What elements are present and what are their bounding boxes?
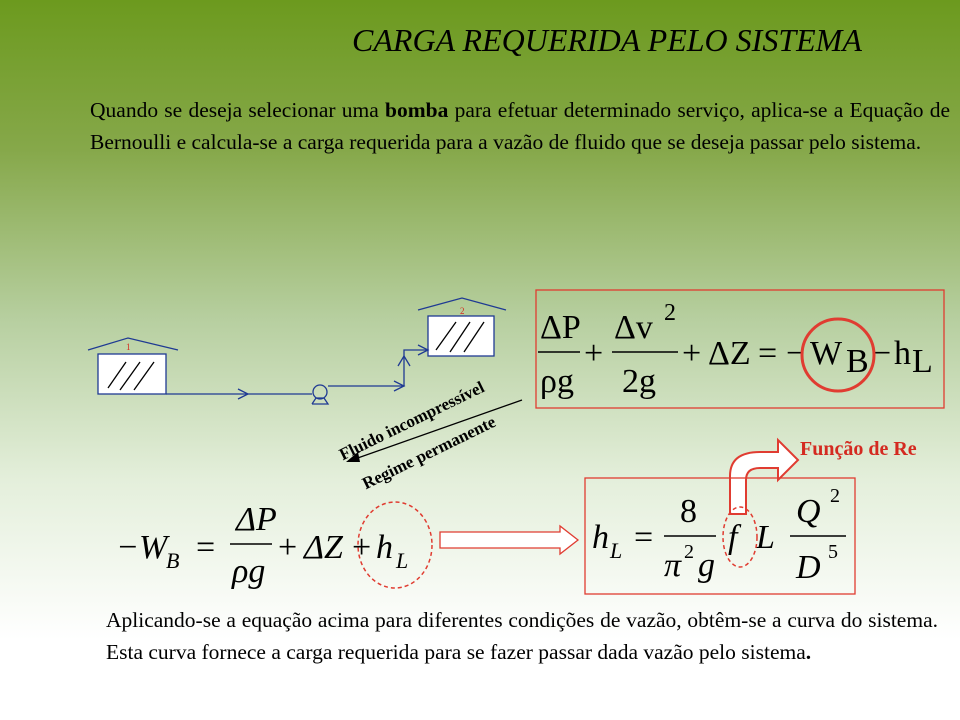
tank1-label: 1 (126, 342, 131, 352)
tank1-roof (87, 337, 179, 351)
bern-t2-den: 2g (622, 363, 656, 400)
intro-text-start: Quando se deseja selecionar uma (90, 98, 386, 122)
pump-icon (312, 384, 328, 400)
pipe-discharge (328, 349, 428, 387)
bern-t1-num: ΔP (540, 309, 581, 346)
hl-f: f (728, 519, 742, 556)
conclusion-end: . (805, 640, 812, 664)
bern-plus-1: + (584, 335, 603, 372)
tank2-hatch-b (449, 321, 471, 353)
big-right-arrow (439, 524, 580, 556)
page-title: CARGA REQUERIDA PELO SISTEMA (352, 22, 862, 58)
conclusion-text: Aplicando-se a equação acima para difere… (106, 608, 938, 664)
hl-lhs-sub: L (609, 538, 622, 563)
conclusion-paragraph: Aplicando-se a equação acima para difere… (106, 604, 938, 668)
hl-num: 8 (680, 493, 697, 530)
bern-minus-2: − (872, 335, 891, 372)
head-loss-box (584, 477, 856, 595)
bern-plus-2: + (682, 335, 701, 372)
pump-lhs: −W (116, 529, 170, 566)
hl-den-exp: 2 (684, 541, 694, 563)
bern-t2-num: Δv (614, 309, 653, 346)
hl-equals: = (634, 519, 653, 556)
bern-t3: ΔZ (708, 335, 751, 372)
pump-t1-den: ρg (231, 553, 265, 590)
tank1-hatch-c (133, 361, 155, 391)
funcao-de-re-label: Função de Re (800, 438, 917, 460)
intro-bold-word: bomba (385, 98, 449, 122)
f-dashed-circle (722, 506, 758, 568)
tank2-roof (417, 297, 507, 311)
hl-L: L (755, 519, 775, 556)
pump-equals: = (196, 529, 215, 566)
pump-t1-num: ΔP (234, 501, 277, 538)
arrow-head-1 (237, 388, 250, 400)
hl-den-pi: π (664, 547, 682, 584)
hl-q-exp: 2 (830, 485, 840, 507)
pump-lhs-sub: B (166, 548, 179, 573)
pump-t3-sub: L (395, 548, 408, 573)
pump-base (311, 397, 330, 405)
bern-equals: = (758, 335, 777, 372)
pump-t3: h (376, 529, 393, 566)
bern-wb: W (810, 335, 843, 372)
tank1-hatch-a (107, 361, 127, 389)
pump-plus-2: + (352, 529, 371, 566)
bern-wb-sub: B (846, 343, 869, 380)
pump-plus-1: + (278, 529, 297, 566)
tank2-label: 2 (460, 306, 465, 316)
wb-highlight-circle (800, 317, 876, 393)
arrow-head-3 (397, 354, 411, 367)
arrow-head-4 (417, 344, 430, 356)
bern-hl: h (894, 335, 911, 372)
tank2-hatch-c (463, 321, 485, 353)
tank2-hatch-a (435, 321, 457, 351)
bern-minus-1: − (786, 335, 805, 372)
hl-d-exp: 5 (828, 541, 838, 563)
hl-dashed-circle (357, 501, 433, 589)
hl-lhs: h (592, 519, 609, 556)
intro-text-end: para efetuar determinado serviço, aplica… (90, 98, 951, 154)
arrow-head-2 (393, 380, 406, 392)
intro-paragraph: Quando se deseja selecionar uma bomba pa… (90, 94, 950, 158)
bern-t2-exp: 2 (664, 300, 676, 326)
hl-q: Q (796, 493, 821, 530)
bernoulli-box (535, 289, 945, 409)
tank1-hatch-b (119, 361, 141, 391)
funcao-curved-arrow (729, 437, 800, 515)
hl-d: D (795, 549, 821, 586)
hl-den-g: g (698, 547, 715, 584)
notes-arrow-line (351, 399, 523, 461)
bern-t1-den: ρg (540, 363, 574, 400)
pump-t2: ΔZ (302, 529, 344, 566)
notes-arrow-head (346, 452, 360, 462)
bern-hl-sub: L (912, 343, 933, 380)
